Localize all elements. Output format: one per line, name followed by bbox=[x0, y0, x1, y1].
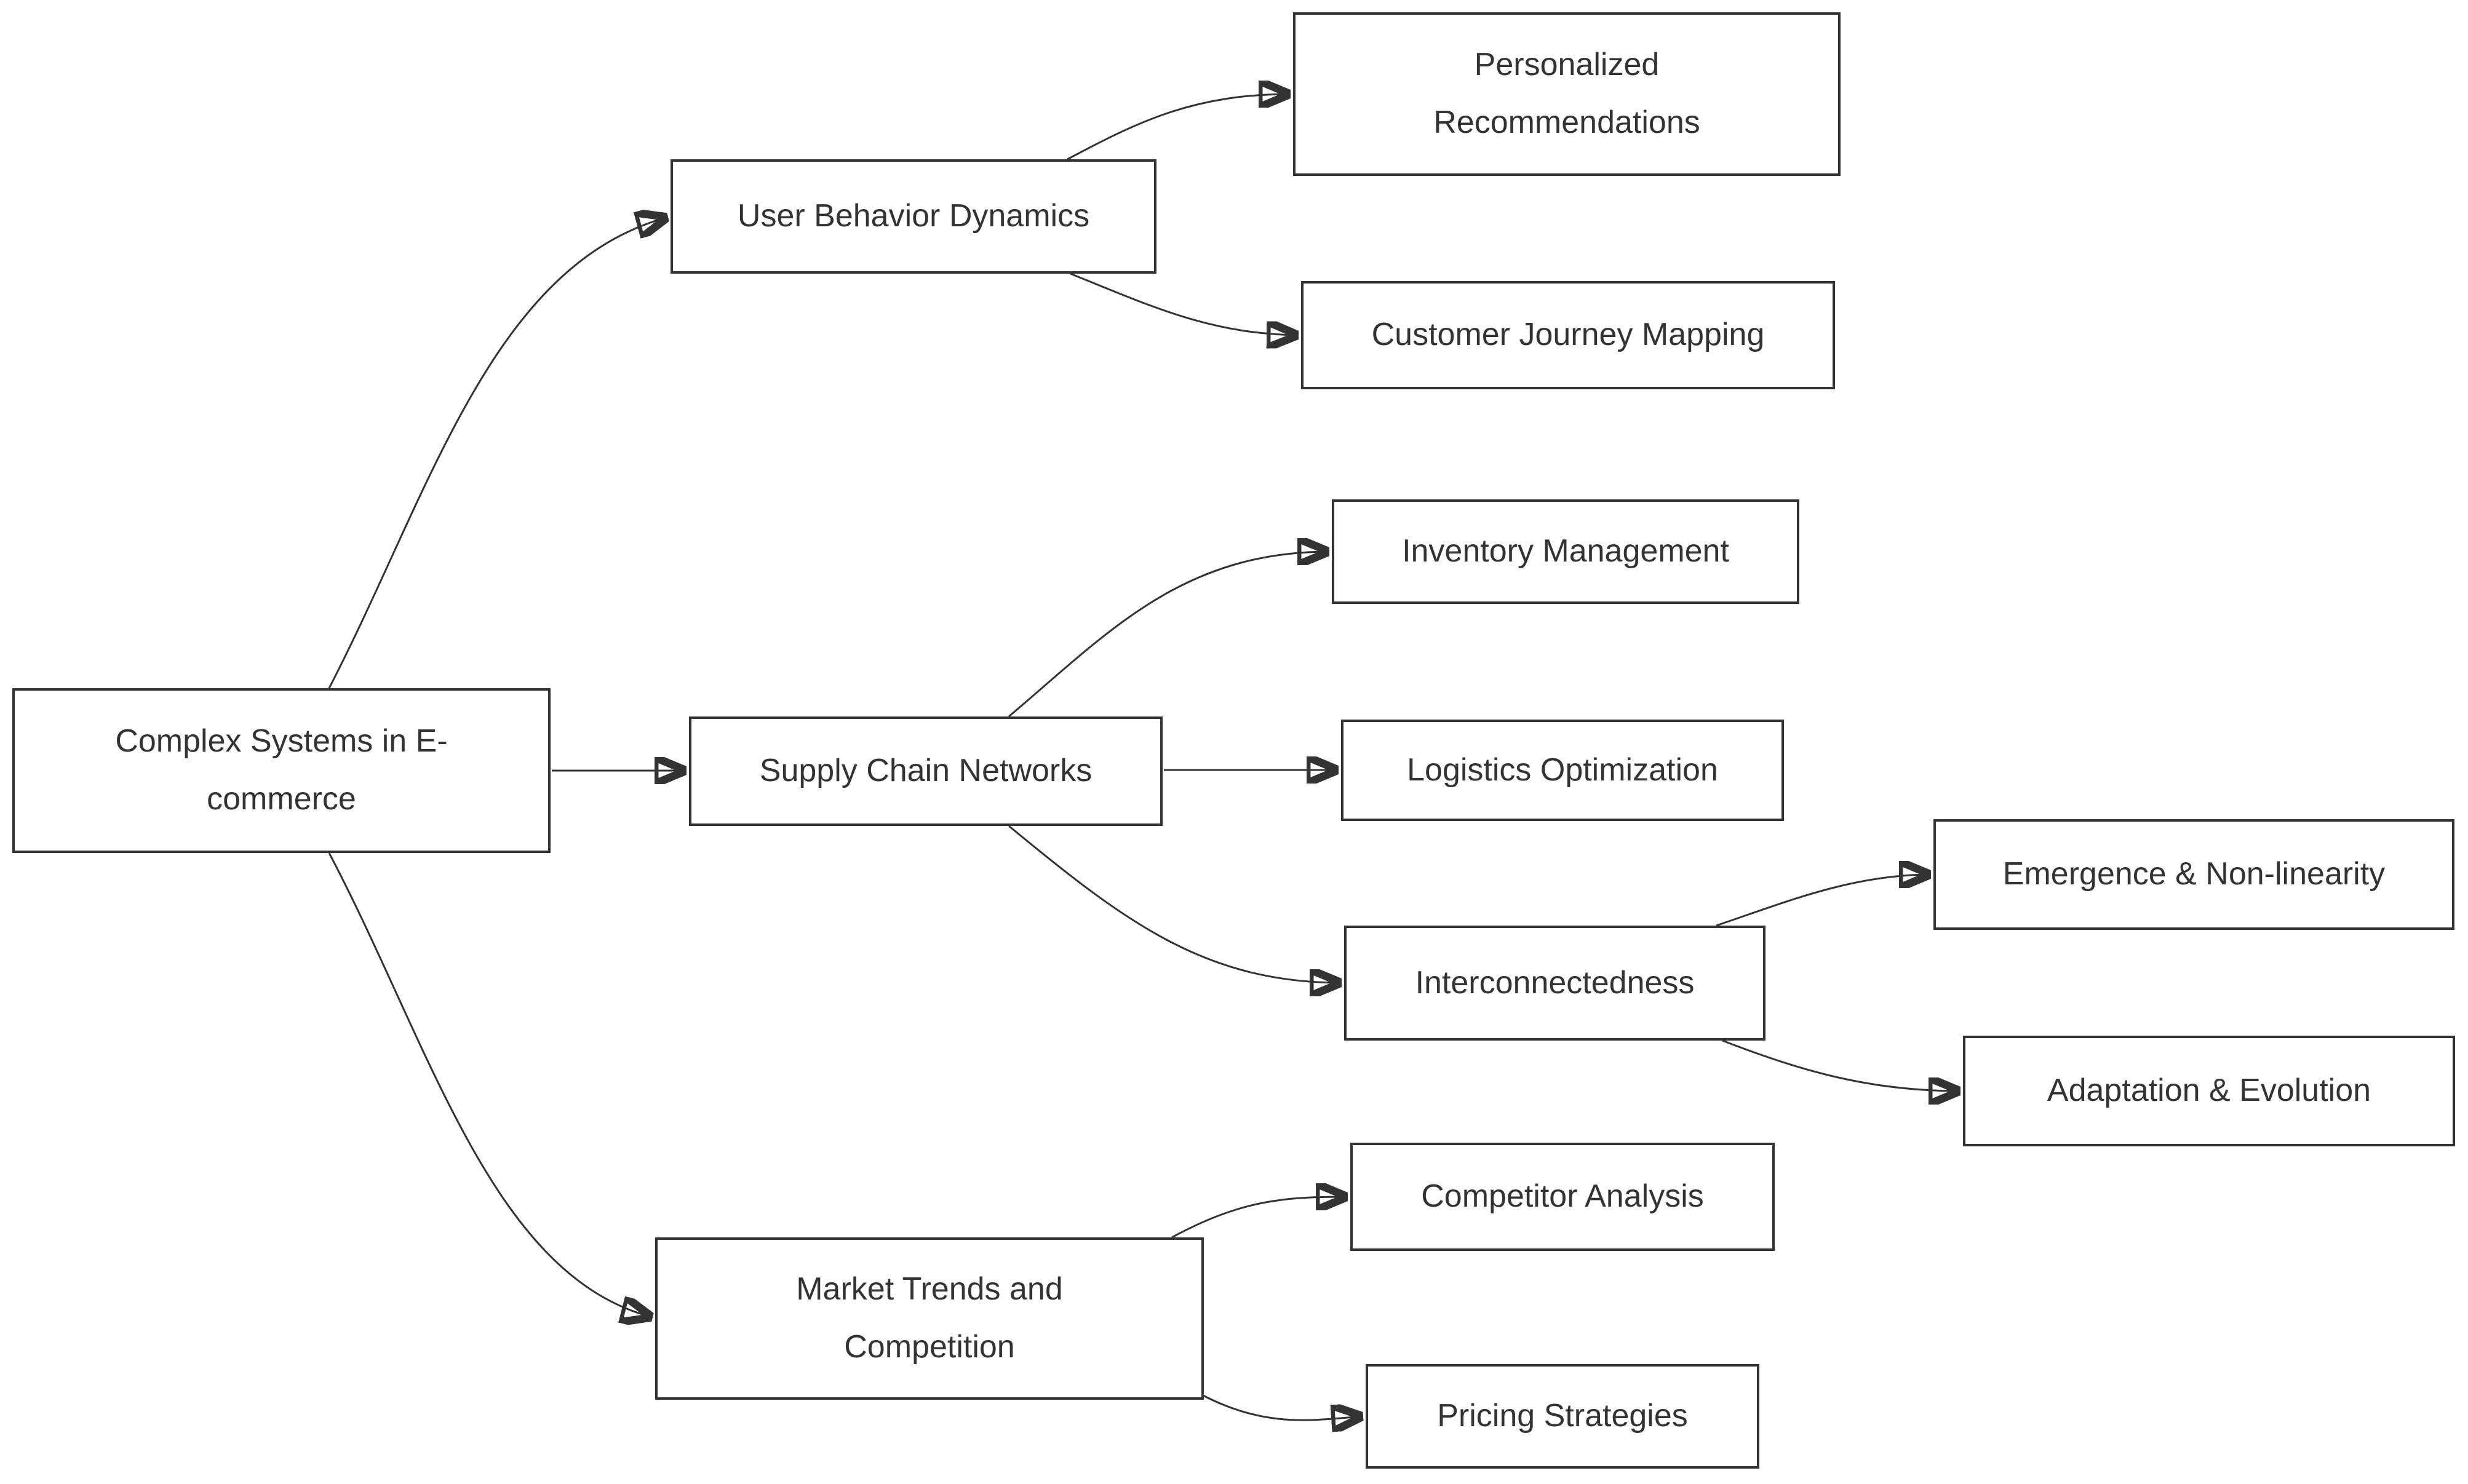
edge-root-ubd bbox=[328, 217, 668, 689]
node-label-line: Inventory Management bbox=[1402, 533, 1729, 569]
edge-scn-im bbox=[1008, 552, 1329, 718]
node-cjm: Customer Journey Mapping bbox=[1301, 281, 1835, 389]
node-enl: Emergence & Non-linearity bbox=[1933, 819, 2454, 930]
node-label: Inventory Management bbox=[1402, 523, 1729, 581]
edge-ubd-cjm bbox=[1070, 272, 1299, 335]
node-label: Competitor Analysis bbox=[1421, 1168, 1704, 1226]
node-label-line: Supply Chain Networks bbox=[759, 753, 1093, 789]
edge-ubd-pr bbox=[1067, 94, 1291, 161]
node-label: User Behavior Dynamics bbox=[738, 188, 1089, 245]
node-label: Pricing Strategies bbox=[1437, 1387, 1688, 1445]
node-label-line: Complex Systems in E- bbox=[115, 723, 448, 760]
node-ae: Adaptation & Evolution bbox=[1963, 1036, 2455, 1146]
node-label-line: Pricing Strategies bbox=[1437, 1398, 1688, 1434]
node-label: Adaptation & Evolution bbox=[2047, 1062, 2371, 1120]
edge-ic-ae bbox=[1722, 1039, 1960, 1091]
node-label-line: commerce bbox=[207, 781, 356, 817]
node-label: Complex Systems in E-commerce bbox=[115, 713, 447, 828]
node-label-line: Competitor Analysis bbox=[1421, 1178, 1704, 1215]
edge-scn-ic bbox=[1008, 825, 1342, 983]
node-label: Customer Journey Mapping bbox=[1372, 306, 1765, 364]
node-ps: Pricing Strategies bbox=[1366, 1364, 1759, 1469]
node-root: Complex Systems in E-commerce bbox=[12, 688, 551, 853]
node-label-line: Personalized bbox=[1474, 47, 1660, 83]
node-label-line: Logistics Optimization bbox=[1407, 752, 1718, 788]
node-label-line: Adaptation & Evolution bbox=[2047, 1073, 2371, 1109]
node-label-line: User Behavior Dynamics bbox=[737, 198, 1090, 234]
node-ic: Interconnectedness bbox=[1344, 926, 1765, 1041]
node-ca: Competitor Analysis bbox=[1350, 1143, 1775, 1251]
node-lo: Logistics Optimization bbox=[1341, 720, 1784, 821]
node-label-line: Market Trends and bbox=[796, 1271, 1063, 1307]
edge-ic-enl bbox=[1716, 875, 1931, 927]
node-label: Emergence & Non-linearity bbox=[2003, 846, 2385, 903]
node-label: Interconnectedness bbox=[1415, 954, 1695, 1012]
node-ubd: User Behavior Dynamics bbox=[671, 159, 1156, 274]
node-label-line: Emergence & Non-linearity bbox=[2002, 856, 2386, 892]
edge-mtc-ps bbox=[1199, 1392, 1363, 1420]
node-scn: Supply Chain Networks bbox=[689, 716, 1163, 826]
node-label-line: Competition bbox=[844, 1329, 1015, 1365]
edge-root-mtc bbox=[328, 852, 653, 1317]
node-label-line: Recommendations bbox=[1433, 105, 1700, 140]
node-label: Supply Chain Networks bbox=[760, 742, 1092, 800]
node-label-line: Interconnectedness bbox=[1415, 964, 1695, 1001]
node-label-line: Customer Journey Mapping bbox=[1371, 317, 1765, 353]
edge-mtc-ca bbox=[1171, 1197, 1348, 1239]
node-im: Inventory Management bbox=[1332, 499, 1799, 604]
node-label: Logistics Optimization bbox=[1407, 742, 1718, 800]
